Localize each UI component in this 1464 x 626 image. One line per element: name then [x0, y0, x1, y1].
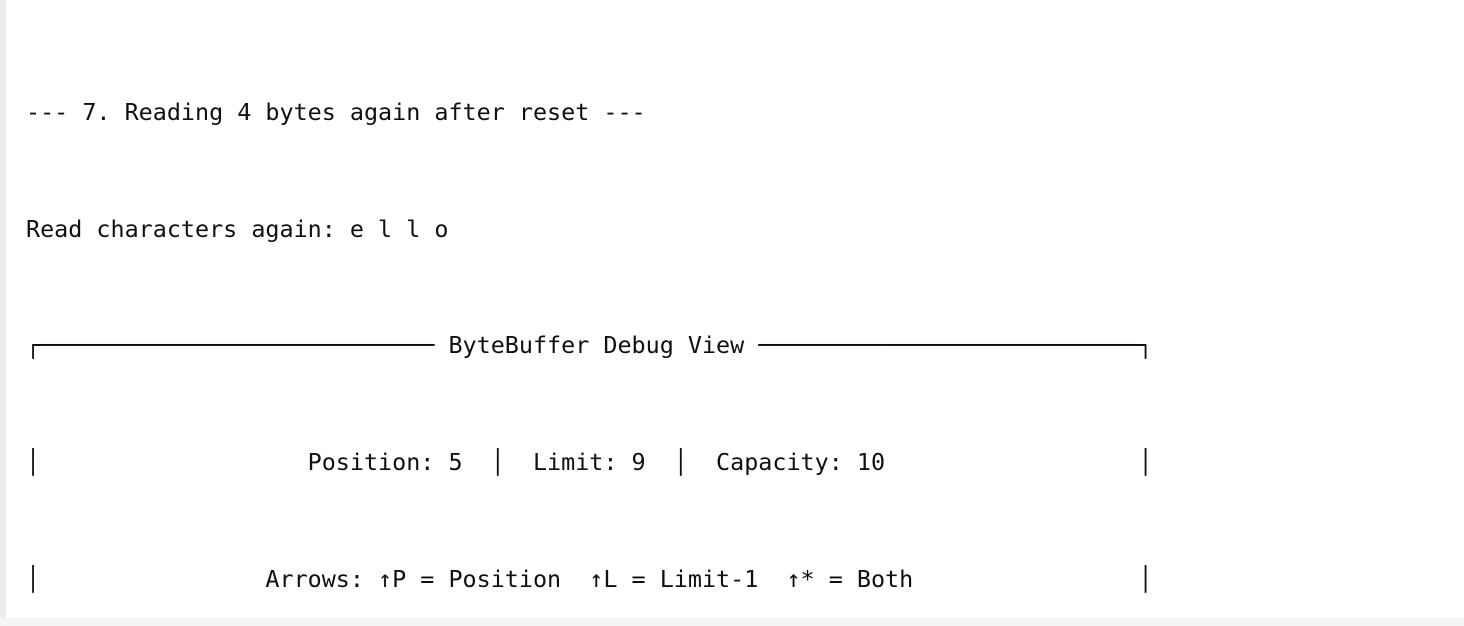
bottom-edge-divider — [0, 618, 1464, 626]
step-header: --- 7. Reading 4 bytes again after reset… — [26, 97, 646, 126]
debugview-status-line: │ Position: 5 │ Limit: 9 │ Capacity: 10 … — [26, 447, 1153, 476]
left-edge-divider — [0, 0, 6, 626]
debugview-legend-line: │ Arrows: ↑P = Position ↑L = Limit-1 ↑* … — [26, 564, 1153, 593]
read-result: Read characters again: e l l o — [26, 214, 449, 243]
debugview-title-border: ┌──────────────────────────── ByteBuffer… — [26, 331, 1153, 360]
terminal-output: --- 7. Reading 4 bytes again after reset… — [6, 0, 1153, 626]
